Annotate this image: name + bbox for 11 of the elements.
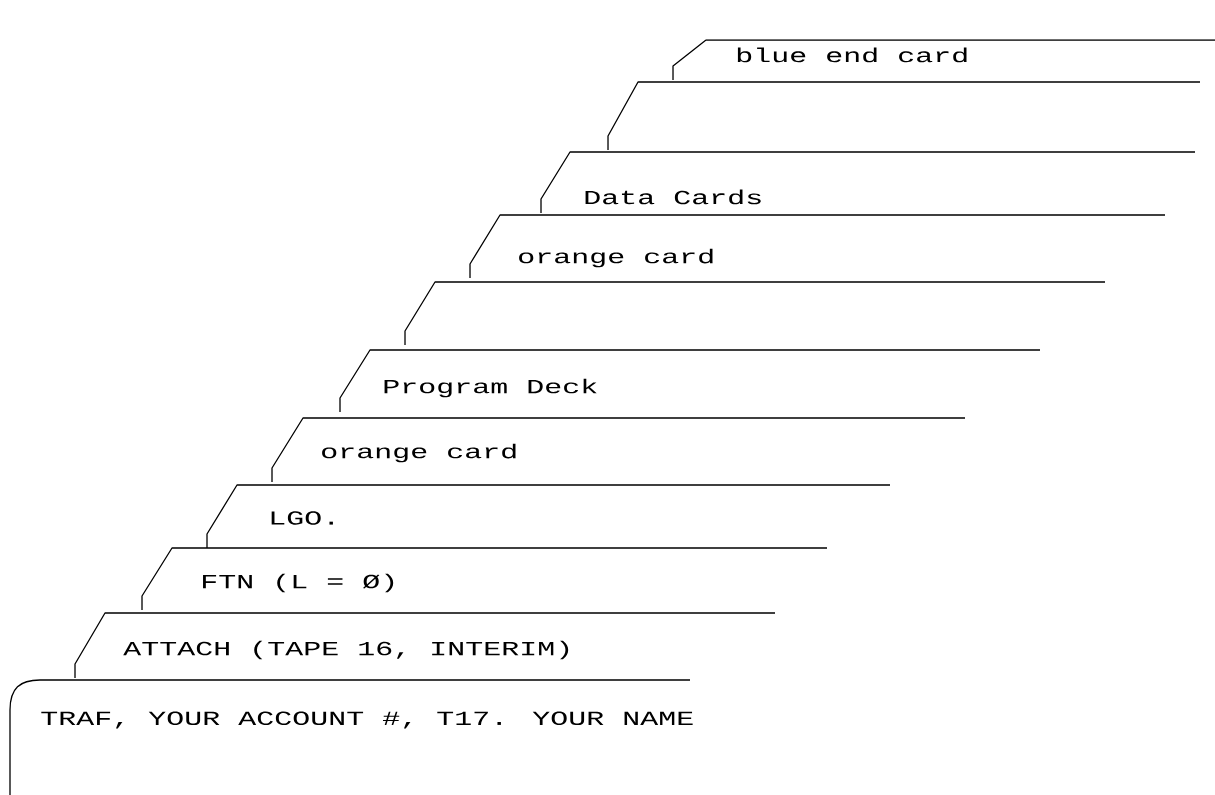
- card: orange card: [469, 214, 1166, 279]
- card: ATTACH (TAPE 16, INTERIM): [74, 612, 776, 679]
- card: orange card: [271, 417, 966, 483]
- card: Data Cards: [540, 151, 1196, 214]
- card: Program Deck: [339, 349, 1041, 413]
- card: TRAF, YOUR ACCOUNT #, T17. YOUR NAME: [9, 679, 693, 795]
- card: LGO.: [206, 484, 891, 549]
- card: [607, 81, 1201, 151]
- card: blue end card: [672, 39, 1215, 81]
- card: [404, 281, 1106, 346]
- card: FTN (L = Ø): [141, 547, 828, 611]
